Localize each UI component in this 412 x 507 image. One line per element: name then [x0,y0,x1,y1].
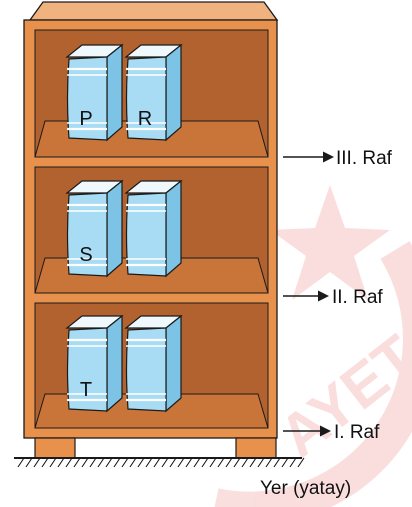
ground-hatch-line [153,457,161,468]
ground-hatch-line [145,457,153,468]
ground-hatch-line [281,457,289,468]
ground-hatch-line [25,457,33,468]
label-shelf-1: I. Raf [334,422,380,443]
ground-hatch-line [169,457,177,468]
ground-hatch-line [225,457,233,468]
book-t: T [65,314,124,413]
ground-hatch-line [81,457,89,468]
cabinet-top [28,1,279,21]
ground-hatch-line [273,457,281,468]
label-shelf-3: III. Raf [336,148,393,169]
ground-hatch-line [193,457,201,468]
ground-hatch-line [57,457,65,468]
ground-hatch-line [177,457,185,468]
book-r: R [124,43,183,142]
star-icon [270,185,390,300]
ground-hatch-line [129,457,137,468]
ground-hatch-line [17,457,25,468]
ground-hatch-line [113,457,121,468]
ground [14,457,305,468]
book-p: P [65,43,124,142]
book-letter: R [138,108,152,130]
ground-hatch-line [241,457,249,468]
ground-hatch-line [33,457,41,468]
shelf-2-pointer [283,290,329,302]
label-ground: Yer (yatay) [260,478,351,499]
ground-hatch-line [217,457,225,468]
ground-hatch-line [185,457,193,468]
ground-hatch-line [161,457,169,468]
ground-hatch-line [137,457,145,468]
shelf-3-pointer [283,151,334,163]
book-unlabeled-shelf-1 [124,314,183,413]
ground-hatch-line [289,457,297,468]
book-s: S [65,179,124,278]
ground-hatch-line [209,457,217,468]
ground-hatch-line [89,457,97,468]
ground-hatch-line [201,457,209,468]
book-letter: T [80,379,92,401]
ground-hatch-line [297,457,305,468]
ground-hatch-line [73,457,81,468]
ground-hatch-line [97,457,105,468]
book-letter: P [79,108,92,130]
cabinet-leg-right [235,437,277,459]
book-letter: S [79,244,92,266]
ground-hatch-line [265,457,273,468]
ground-hatch-line [121,457,129,468]
cabinet-leg-left [34,437,76,459]
label-shelf-2: II. Raf [332,287,383,308]
ground-hatch-line [41,457,49,468]
ground-hatch-line [49,457,57,468]
ground-hatch-line [105,457,113,468]
ground-hatch-line [65,457,73,468]
ground-hatch-line [257,457,265,468]
ground-hatch-line [233,457,241,468]
ground-hatch-line [249,457,257,468]
book-unlabeled-shelf-2 [124,179,183,278]
shelf-1-pointer [283,425,331,437]
